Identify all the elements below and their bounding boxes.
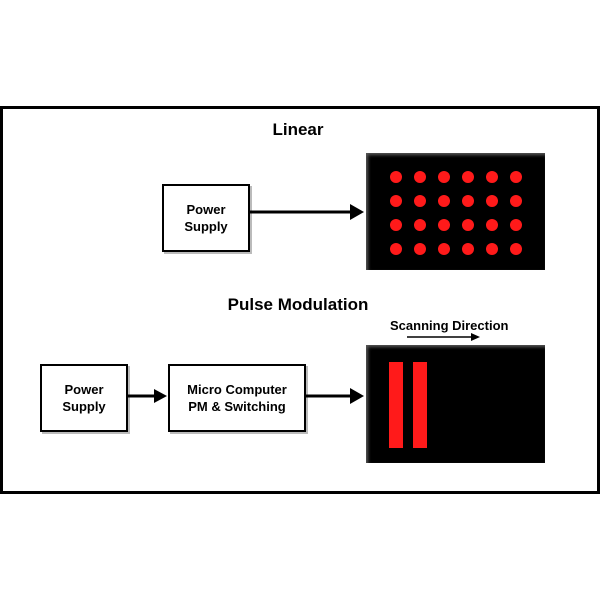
- led-dot: [390, 195, 402, 207]
- led-dot: [486, 243, 498, 255]
- linear-heading: Linear: [272, 120, 324, 139]
- led-dot: [510, 219, 522, 231]
- led-dot: [414, 171, 426, 183]
- led-dot: [510, 171, 522, 183]
- led-dot: [438, 171, 450, 183]
- linear-power-supply-line2: Supply: [184, 219, 228, 234]
- led-dot: [438, 195, 450, 207]
- led-dot: [462, 243, 474, 255]
- led-dot: [414, 219, 426, 231]
- led-dot: [462, 219, 474, 231]
- led-dot: [438, 219, 450, 231]
- controller-line1: Micro Computer: [187, 382, 287, 397]
- led-dot: [510, 243, 522, 255]
- stripe-panel: [366, 345, 545, 463]
- led-dot: [390, 219, 402, 231]
- pm-power-supply-box: Power Supply: [40, 364, 128, 432]
- scan-stripe: [389, 362, 403, 448]
- controller-box: Micro Computer PM & Switching: [168, 364, 306, 432]
- led-dot: [462, 171, 474, 183]
- led-dot: [486, 219, 498, 231]
- linear-power-supply-box: Power Supply: [162, 184, 250, 252]
- linear-power-supply-line1: Power: [186, 202, 226, 217]
- led-dot: [414, 243, 426, 255]
- led-dot: [462, 195, 474, 207]
- led-grid-panel: [366, 153, 545, 270]
- scanning-direction-caption: Scanning Direction: [390, 318, 509, 333]
- led-dot: [390, 171, 402, 183]
- led-dot: [438, 243, 450, 255]
- led-dot: [414, 195, 426, 207]
- led-dot: [486, 195, 498, 207]
- led-dot: [510, 195, 522, 207]
- pm-power-supply-line1: Power: [64, 382, 104, 397]
- scan-stripe: [413, 362, 427, 448]
- led-dot: [390, 243, 402, 255]
- pulse-modulation-heading: Pulse Modulation: [227, 295, 369, 314]
- led-dot: [486, 171, 498, 183]
- controller-line2: PM & Switching: [188, 399, 286, 414]
- pm-power-supply-line2: Supply: [62, 399, 106, 414]
